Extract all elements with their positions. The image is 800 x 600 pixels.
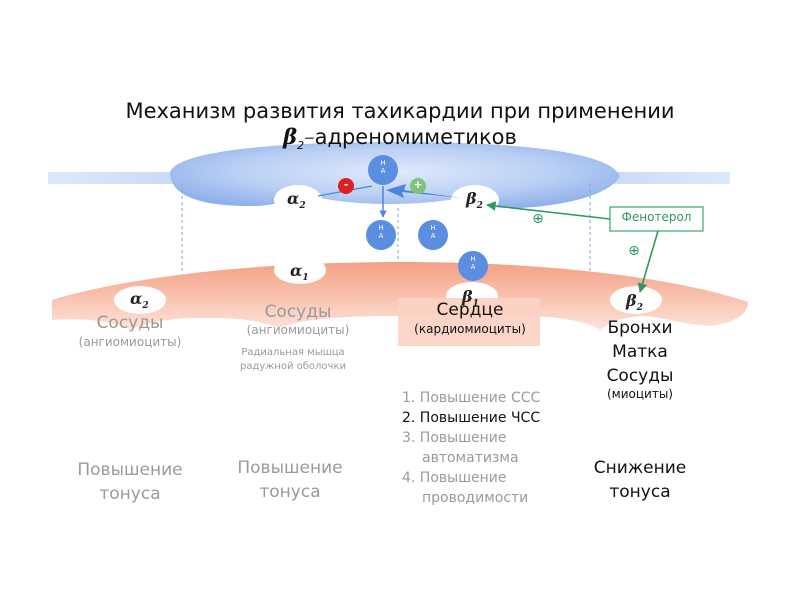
fenoterol-label: Фенотерол [621, 210, 692, 224]
col1-cells: (ангиомиоциты) [78, 335, 182, 349]
receptor-symbol: β [466, 189, 477, 208]
title-beta-sub: 2 [297, 139, 305, 153]
vesicle-mid-left-label: Н А [378, 224, 384, 240]
receptor-post-alpha1: α1 [290, 262, 309, 284]
fenoterol-plus-bottom: ⊕ [628, 243, 640, 259]
col4-organ-line: Бронхи [607, 318, 673, 338]
vesicle-top-label: Н А [380, 159, 386, 175]
fenoterol-to-beta2-pre [486, 201, 611, 220]
col3-effect-item: 3. Повышение [402, 430, 507, 446]
receptor-subscript: 2 [476, 201, 483, 212]
receptor-subscript: 2 [142, 301, 149, 312]
vesicle-bottom-label: Н А [470, 255, 476, 271]
receptor-subscript: 2 [636, 303, 643, 314]
vesicle-bottom [458, 251, 488, 281]
vesicle-mid-left [366, 220, 396, 250]
col3-effect-item: автоматизма [422, 450, 519, 466]
receptor-symbol: α [130, 289, 143, 308]
receptor-post-beta1: β1 [462, 288, 479, 310]
col2-cells: (ангиомиоциты) [246, 323, 350, 337]
col1-effect: Повышение тонуса [77, 460, 183, 504]
heart-box [398, 298, 540, 346]
receptor-symbol: α [287, 189, 300, 208]
col4-effect: Снижение тонуса [593, 458, 687, 502]
receptor-post-alpha2: α2 [130, 290, 149, 312]
fenoterol-to-beta2-post [637, 230, 659, 293]
beta2-feedback-arrow [386, 184, 462, 198]
title-line-1: Механизм развития тахикардии при примене… [125, 99, 675, 123]
col2-effect: Повышение тонуса [237, 458, 343, 502]
col3-effect-item: 1. Повышение ССС [402, 390, 541, 406]
col4-cells: (миоциты) [607, 387, 673, 401]
receptor-symbol: β [462, 287, 473, 306]
minus-sign: - [343, 178, 349, 191]
receptor-post-beta2: β2 [626, 292, 643, 314]
title-line-2: β2–адреномиметиков [283, 124, 517, 153]
plus-circle [410, 178, 426, 194]
title-beta: β [283, 124, 298, 150]
receptor-symbol: α [290, 261, 303, 280]
postsynaptic-tissue [52, 262, 748, 330]
col3-effect-item: 2. Повышение ЧСС [402, 410, 541, 426]
fenoterol-plus-top: ⊕ [532, 211, 544, 227]
page-title: Механизм развития тахикардии при примене… [0, 98, 800, 153]
vesicle-mid-right-label: Н А [430, 224, 436, 240]
post-beta2-notch [610, 286, 662, 314]
vesicle-mid-right [418, 220, 448, 250]
receptor-pre-alpha2: α2 [287, 190, 306, 212]
receptor-pre-beta2: β2 [466, 190, 483, 212]
col4-organ-line: Матка [612, 342, 668, 362]
col4-organ-line: Сосуды [606, 366, 674, 386]
col4-organs: Бронхи Матка Сосуды [580, 316, 700, 388]
receptor-subscript: 1 [472, 299, 479, 310]
receptor-symbol: β [626, 291, 637, 310]
col3-cells: (кардиомиоциты) [414, 322, 526, 336]
col1-organ: Сосуды [96, 313, 164, 333]
col2-note: Радиальная мышца радужной оболочки [239, 347, 346, 372]
receptor-subscript: 2 [299, 201, 306, 212]
col3-effect-item: 4. Повышение [402, 470, 507, 486]
col3-effect-item: проводимости [422, 490, 529, 506]
title-rest: адреномиметиков [314, 125, 517, 150]
pre-alpha2-notch [274, 185, 322, 215]
post-alpha1-notch [274, 256, 326, 284]
post-alpha2-notch [114, 286, 166, 314]
col3-organ: Сердце [436, 300, 504, 320]
receptor-subscript: 1 [302, 273, 309, 284]
col2-organ: Сосуды [264, 302, 332, 322]
fenoterol-box [609, 206, 704, 232]
plus-sign: + [413, 178, 423, 191]
col3-effects-list: 1. Повышение ССС 2. Повышение ЧСС 3. Пов… [402, 388, 540, 508]
vesicle-top [368, 155, 398, 185]
minus-circle [338, 178, 354, 194]
